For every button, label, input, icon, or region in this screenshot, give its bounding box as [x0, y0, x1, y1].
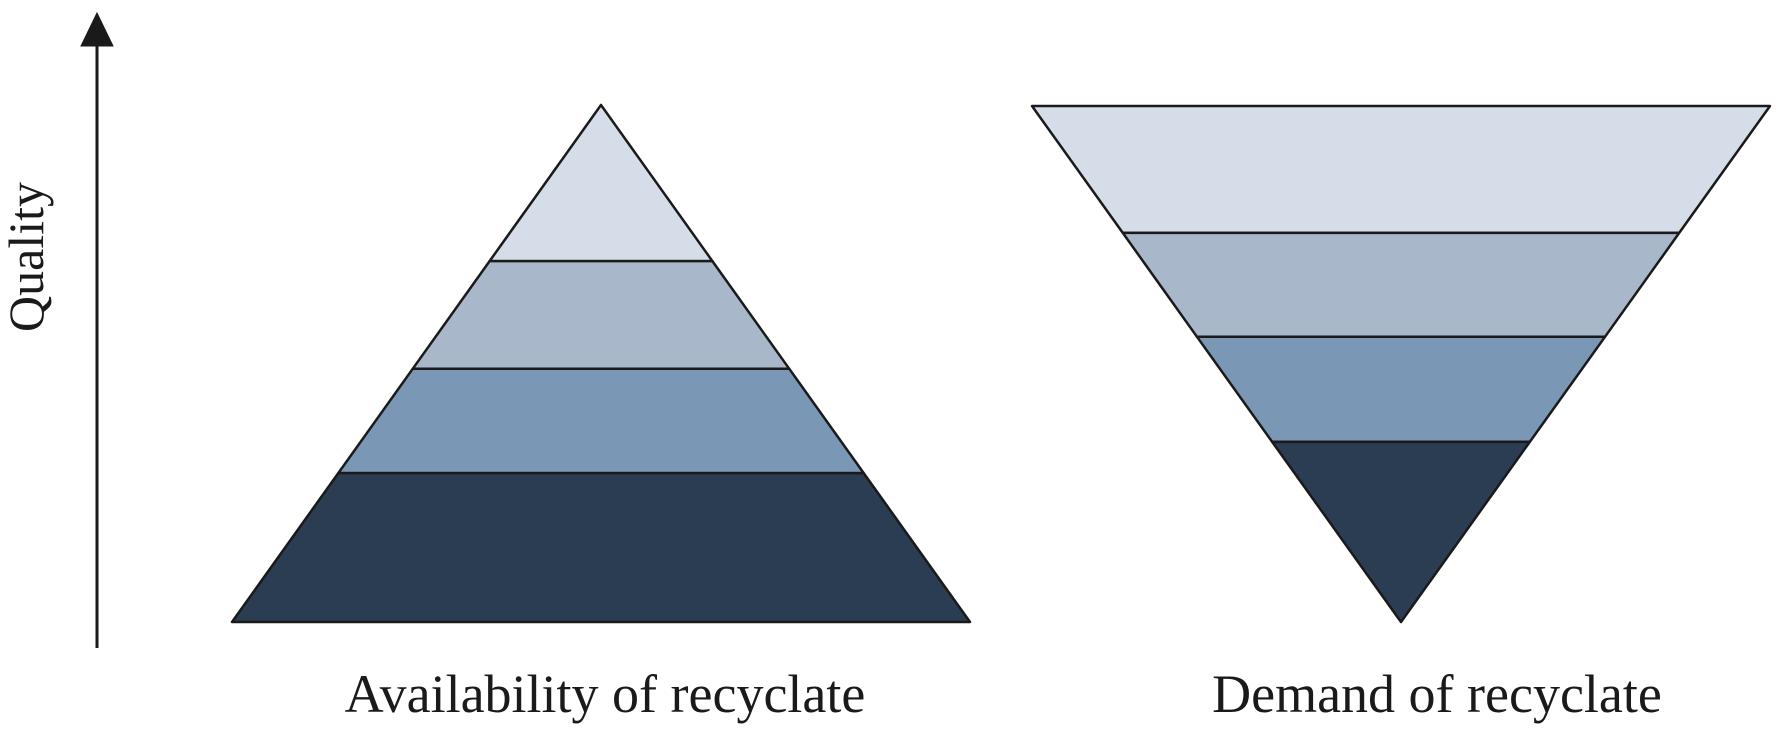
demand-pyramid — [1030, 104, 1772, 624]
quality-axis-label: Quality — [0, 182, 54, 332]
availability-segment-level-2 — [411, 259, 791, 370]
demand-label: Demand of recyclate — [1212, 664, 1662, 724]
availability-segment-level-3 — [337, 367, 865, 475]
demand-segment-level-3 — [1195, 335, 1607, 444]
demand-segment-level-4 — [1270, 440, 1532, 624]
availability-segment-level-4 — [230, 471, 972, 624]
demand-segment-level-1 — [1030, 104, 1772, 235]
demand-segment-level-2 — [1121, 231, 1681, 338]
availability-segment-level-1 — [488, 103, 714, 263]
availability-label: Availability of recyclate — [345, 664, 866, 724]
quality-axis: Quality — [0, 11, 114, 648]
arrow-up-icon — [80, 11, 114, 47]
availability-pyramid — [230, 103, 972, 624]
